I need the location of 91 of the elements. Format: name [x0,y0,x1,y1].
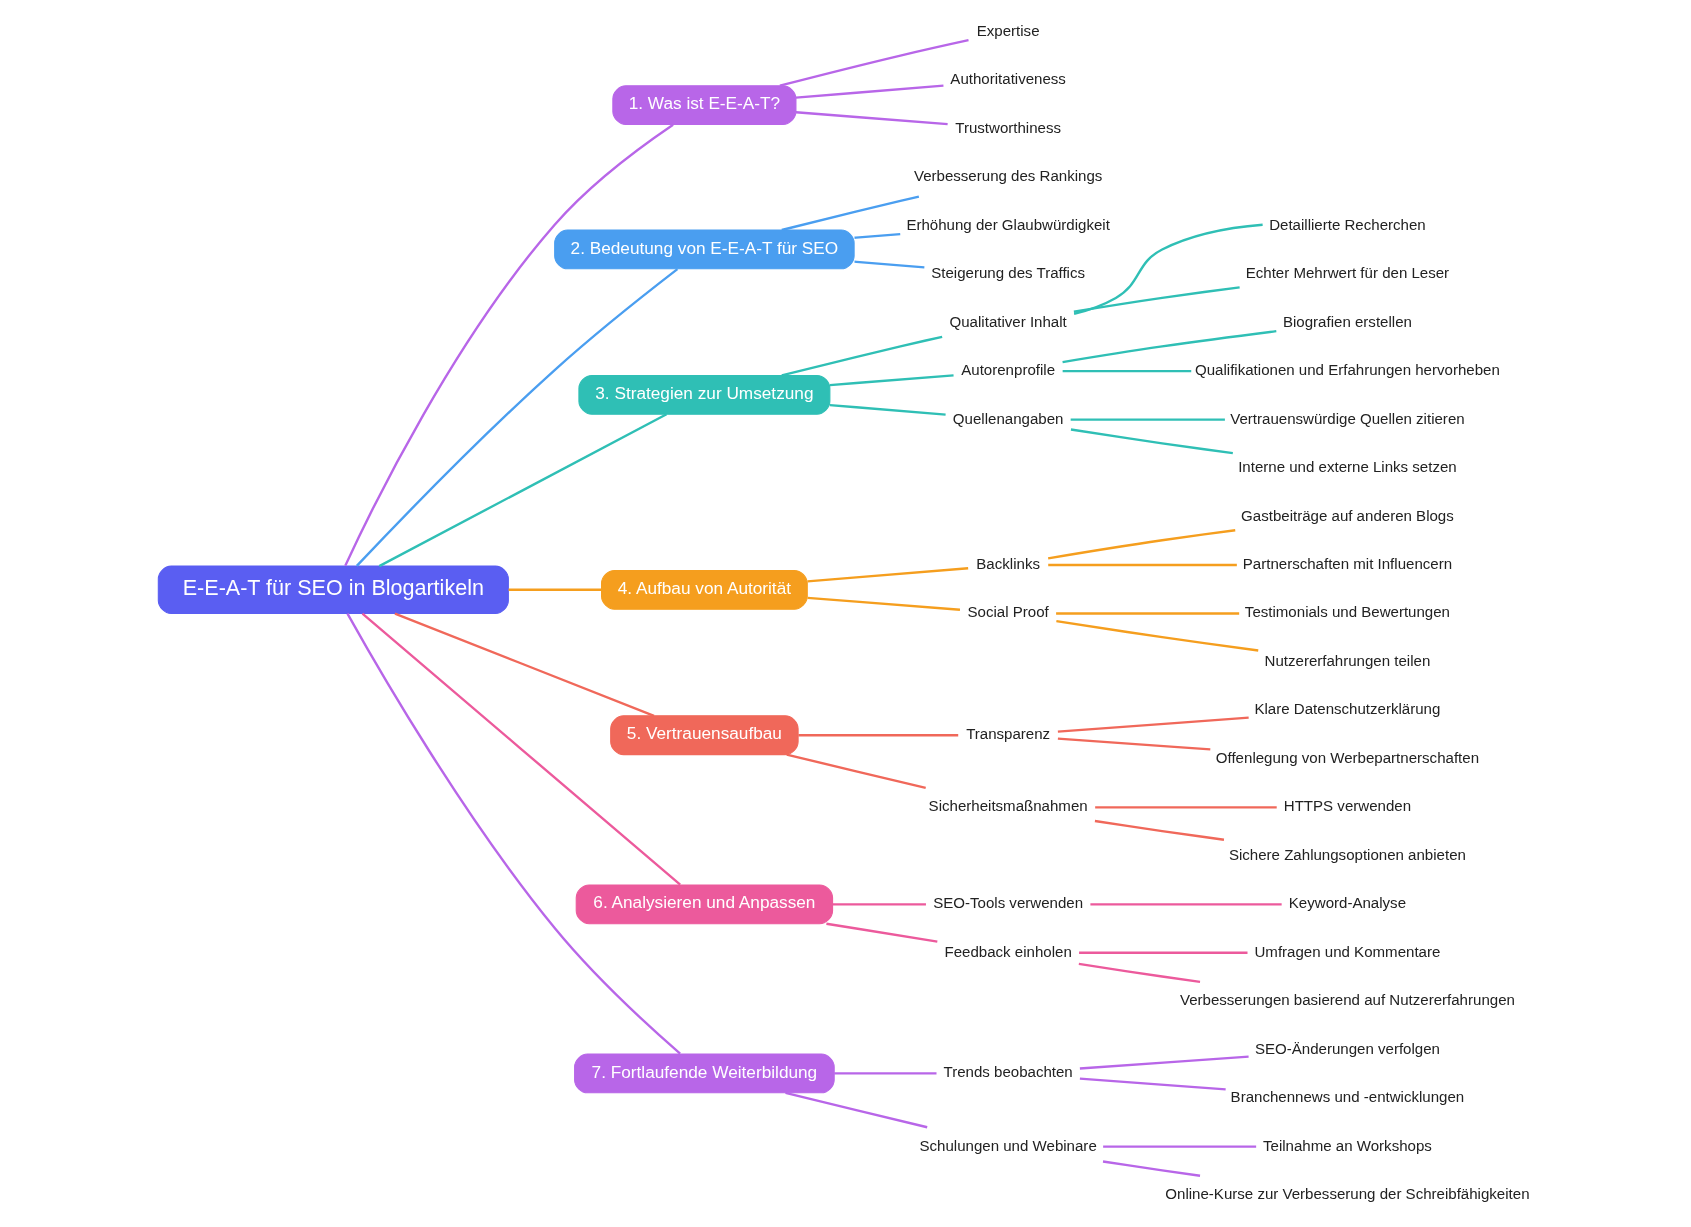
node-text: Feedback einholen [944,942,1072,960]
node-text: Online-Kurse zur Verbesserung der Schreibfähigkeiten [1165,1185,1530,1203]
connector [361,612,681,886]
node-text: Testimonials und Bewertungen [1244,603,1450,621]
connector [807,567,969,583]
connector [1057,716,1249,733]
node-box: 4. Aufbau von Autorität [601,569,808,610]
node-text: SEO-Tools verwenden [933,894,1084,912]
connector [1056,612,1240,615]
node-text: Social Proof [967,603,1049,621]
node-box: 5. Vertrauensaufbau [610,715,799,756]
node-text: Erhöhung der Glaubwürdigkeit [906,215,1110,233]
node-text: Biografien erstellen [1282,312,1412,330]
node-text: HTTPS verwenden [1283,797,1412,815]
node-box: 1. Was ist E-E-A-T? [612,85,797,126]
node-text: Partnerschaften mit Influencern [1242,555,1453,573]
connector [795,84,944,99]
connector [826,922,938,943]
connector [1078,962,1201,984]
node-text: Nutzererfahrungen teilen [1264,651,1431,669]
connector [829,403,946,416]
connector [346,612,681,1055]
connector [394,612,655,717]
connector [344,123,674,567]
node-text: Backlinks [976,555,1040,573]
node-box: E-E-A-T für SEO in Blogartikeln [157,565,509,615]
connector [1090,903,1282,906]
connector [1103,1145,1257,1148]
node-text: Detaillierte Recherchen [1269,215,1426,233]
node-text: Quellenangaben [952,409,1064,427]
connector [1079,951,1248,954]
connector [1073,286,1240,313]
node-text: Steigerung des Traffics [931,264,1086,282]
connector [1102,1160,1201,1177]
connector [355,268,679,567]
node-text: Gastbeiträge auf anderen Blogs [1241,506,1454,524]
node-text: Verbesserungen basierend auf Nutzererfahrungen [1179,991,1515,1009]
connector [854,232,901,239]
node-text: Verbesserung des Rankings [913,167,1103,185]
connector [1073,223,1263,316]
connector [1062,329,1277,364]
connector [798,734,959,737]
connector [1095,806,1277,809]
node-text: Vertrauenswürdige Quellen zitieren [1230,409,1465,427]
node-text: Offenlegung von Werbepartnerschaften [1215,748,1480,766]
connector [832,903,926,906]
node-text: Trends beobachten [943,1063,1073,1081]
connector [508,588,602,591]
node-text: Keyword-Analyse [1288,894,1407,912]
connector [1070,428,1233,455]
connector [795,111,948,126]
connector [786,753,926,790]
node-text: Sicherheitsmaßnahmen [928,797,1088,815]
node-text: Qualitativer Inhalt [949,312,1067,330]
connector [378,413,668,568]
node-text: Autorenprofile [961,361,1056,379]
node-text: Echter Mehrwert für den Leser [1245,264,1450,282]
node-text: Klare Datenschutzerklärung [1254,700,1441,718]
node-text: Teilnahme an Workshops [1263,1136,1432,1154]
node-text: Transparenz [966,725,1051,743]
connector [854,260,925,269]
node-text: Interne und externe Links setzen [1238,458,1457,476]
connector [779,39,969,87]
node-box: 6. Analysieren und Anpassen [575,884,834,925]
connector [1047,529,1236,560]
node-text: Umfragen und Kommentare [1254,942,1441,960]
node-text: Qualifikationen und Erfahrungen hervorheben [1195,361,1500,379]
connector [1048,563,1237,567]
connector [781,195,920,232]
connector [1062,369,1192,373]
node-text: Schulungen und Webinare [919,1136,1097,1154]
connector [785,1091,928,1129]
node-text: Authoritativeness [950,70,1066,88]
node-text: Sichere Zahlungsoptionen anbieten [1228,845,1466,863]
connector [829,374,954,387]
connector [807,596,961,611]
node-text: SEO-Änderungen verfolgen [1254,1039,1440,1057]
connector [834,1072,937,1075]
node-box: 2. Bedeutung von E-E-A-T für SEO [554,229,855,270]
connector [781,335,943,377]
connector [1079,1055,1249,1070]
connector [1056,619,1259,652]
connector [1079,1077,1226,1091]
node-text: Branchennews und -entwicklungen [1230,1088,1465,1106]
node-text: Expertise [976,21,1040,39]
node-box: 7. Fortlaufende Weiterbildung [574,1053,835,1094]
connector [1057,737,1211,751]
connector [1070,418,1225,421]
node-text: Trustworthiness [955,118,1062,136]
connector [1094,819,1225,841]
node-box: 3. Strategien zur Umsetzung [578,374,831,415]
